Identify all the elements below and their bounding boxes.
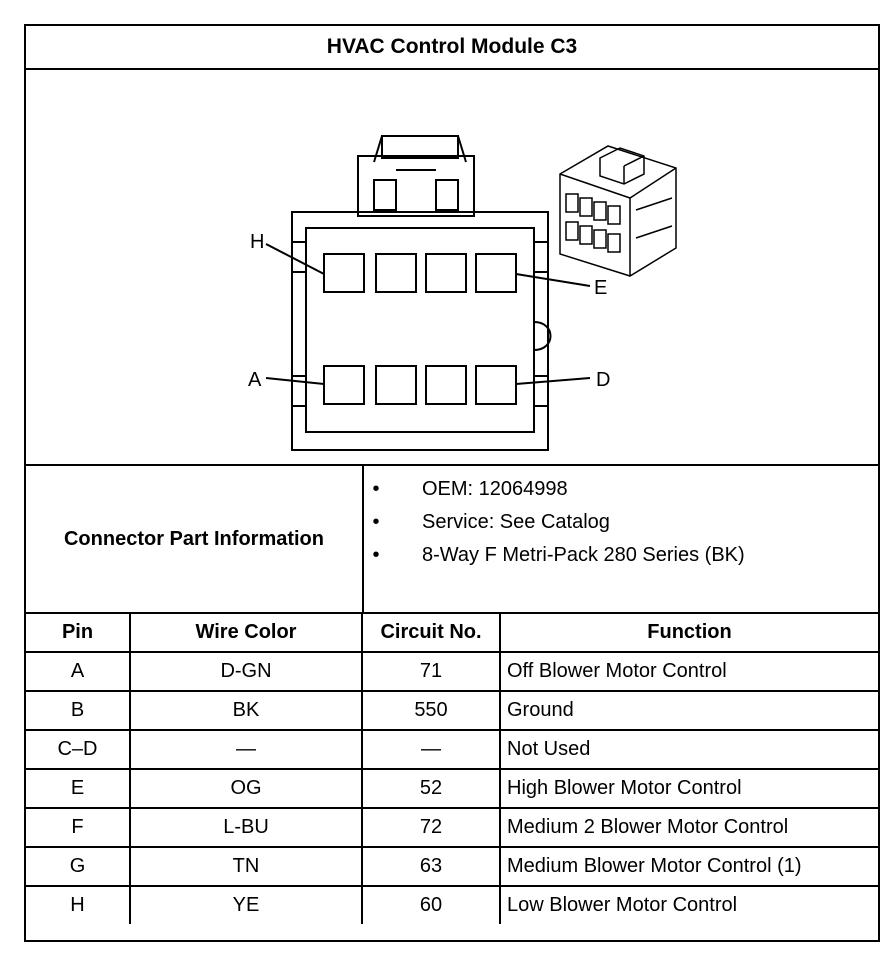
bullet-icon: •: [372, 478, 380, 500]
pin-table: Pin Wire Color Circuit No. Function A D-…: [26, 614, 878, 924]
cell-pin: C–D: [26, 729, 131, 770]
cell-pin: G: [26, 846, 131, 887]
cell-wire-color: D-GN: [129, 651, 363, 692]
cell-function: Off Blower Motor Control: [499, 651, 878, 692]
pin-label-e: E: [594, 277, 607, 299]
cell-wire-color: YE: [129, 885, 363, 924]
header-pin: Pin: [26, 614, 131, 653]
cell-circuit-no: 63: [361, 846, 501, 887]
cell-circuit-no: 72: [361, 807, 501, 848]
cavity-b: [375, 365, 417, 405]
cavity-c: [425, 365, 467, 405]
table-row: G TN 63 Medium Blower Motor Control (1): [26, 846, 878, 887]
connector-drawing: H E A D: [26, 70, 878, 466]
cavity-h: [323, 253, 365, 293]
latch-slot-right: [435, 179, 459, 211]
cell-function: Medium Blower Motor Control (1): [499, 846, 878, 887]
table-row: E OG 52 High Blower Motor Control: [26, 768, 878, 809]
latch-top: [381, 135, 459, 159]
cell-wire-color: —: [129, 729, 363, 770]
side-tab-right-top: [533, 241, 549, 273]
info-item: • Service: See Catalog: [372, 509, 610, 535]
table-row: A D-GN 71 Off Blower Motor Control: [26, 651, 878, 692]
info-item-text: 8-Way F Metri-Pack 280 Series (BK): [422, 544, 745, 566]
header-function: Function: [499, 614, 878, 653]
cell-circuit-no: 52: [361, 768, 501, 809]
cell-circuit-no: 550: [361, 690, 501, 731]
connector-latch: [357, 155, 475, 217]
table-row: F L-BU 72 Medium 2 Blower Motor Control: [26, 807, 878, 848]
cell-pin: E: [26, 768, 131, 809]
cell-pin: A: [26, 651, 131, 692]
cell-circuit-no: 71: [361, 651, 501, 692]
cell-wire-color: OG: [129, 768, 363, 809]
header-wire-color: Wire Color: [129, 614, 363, 653]
cell-circuit-no: —: [361, 729, 501, 770]
cavity-f: [425, 253, 467, 293]
pin-label-a: A: [248, 369, 262, 391]
connector-face-diagram: H E A D: [248, 135, 677, 451]
cell-function: Not Used: [499, 729, 878, 770]
cavity-a: [323, 365, 365, 405]
side-tab-left-top: [291, 241, 307, 273]
connector-3d-thumbnail: [559, 145, 677, 277]
cell-function: Ground: [499, 690, 878, 731]
table-row: B BK 550 Ground: [26, 690, 878, 731]
cell-wire-color: L-BU: [129, 807, 363, 848]
cell-function: Medium 2 Blower Motor Control: [499, 807, 878, 848]
cell-wire-color: TN: [129, 846, 363, 887]
bullet-icon: •: [372, 544, 380, 566]
cell-function: Low Blower Motor Control: [499, 885, 878, 924]
page-title: HVAC Control Module C3: [26, 26, 878, 70]
connector-sheet: HVAC Control Module C3: [24, 24, 880, 942]
side-tab-right-bottom: [533, 375, 549, 407]
cavity-d: [475, 365, 517, 405]
side-tab-left-bottom: [291, 375, 307, 407]
cell-pin: H: [26, 885, 131, 924]
cell-pin: F: [26, 807, 131, 848]
table-row: C–D — — Not Used: [26, 729, 878, 770]
cell-function: High Blower Motor Control: [499, 768, 878, 809]
connector-part-info-list: • OEM: 12064998 • Service: See Catalog •…: [364, 466, 878, 614]
table-row: H YE 60 Low Blower Motor Control: [26, 885, 878, 924]
latch-slot-left: [373, 179, 397, 211]
cell-pin: B: [26, 690, 131, 731]
connector-inner-wall: [305, 227, 535, 433]
cavity-g: [375, 253, 417, 293]
pin-label-d: D: [596, 369, 610, 391]
info-item: • OEM: 12064998: [372, 476, 568, 502]
cell-wire-color: BK: [129, 690, 363, 731]
pin-label-h: H: [250, 231, 264, 253]
info-item: • 8-Way F Metri-Pack 280 Series (BK): [372, 542, 745, 568]
connector-part-info-label: Connector Part Information: [26, 466, 364, 614]
cavity-e: [475, 253, 517, 293]
info-item-text: OEM: 12064998: [422, 478, 568, 500]
header-circuit-no: Circuit No.: [361, 614, 501, 653]
cell-circuit-no: 60: [361, 885, 501, 924]
table-header-row: Pin Wire Color Circuit No. Function: [26, 614, 878, 653]
bullet-icon: •: [372, 511, 380, 533]
info-item-text: Service: See Catalog: [422, 511, 610, 533]
connector-body: [291, 211, 549, 451]
